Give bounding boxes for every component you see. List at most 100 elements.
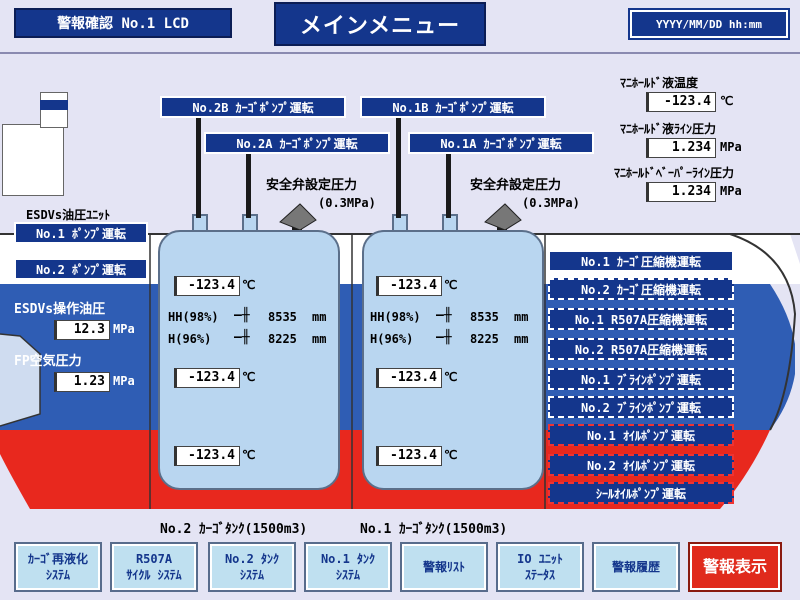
tank1-temp-top: -123.4 (376, 276, 442, 296)
equip-oil-pump-2[interactable]: No.2 ｵｲﾙﾎﾟﾝﾌﾟ運転 (548, 454, 734, 476)
equip-r507a-comp-2[interactable]: No.2 R507A圧縮機運転 (548, 338, 734, 360)
equip-seal-oil-pump[interactable]: ｼｰﾙｵｲﾙﾎﾟﾝﾌﾟ運転 (548, 482, 734, 504)
tank1-temp-top-unit: ℃ (444, 278, 458, 292)
tank2-pipe-2b (196, 114, 201, 218)
equip-cargo-comp-2[interactable]: No.2 ｶｰｺﾞ圧縮機運転 (548, 278, 734, 300)
tank2-temp-mid: -123.4 (174, 368, 240, 388)
tank1-h-value: 8225 (470, 332, 499, 346)
safety-valve-icon-2 (279, 203, 317, 238)
tank1-pipe-1a (446, 148, 451, 218)
nav-button-line1: No.2 ﾀﾝｸ (224, 552, 280, 566)
nav-tank2-system-button[interactable]: No.2 ﾀﾝｸ ｼｽﾃﾑ (208, 542, 296, 592)
esdvs-pump1-status[interactable]: No.1 ﾎﾟﾝﾌﾟ運転 (14, 222, 148, 244)
manifold-liquid-line-label: ﾏﾆﾎｰﾙﾄﾞ液ﾗｲﾝ圧力 (620, 122, 717, 136)
esdvs-pump2-status[interactable]: No.2 ﾎﾟﾝﾌﾟ運転 (14, 258, 148, 280)
manifold-liquid-line-value: 1.234 (646, 138, 716, 158)
tank2-temp-top: -123.4 (174, 276, 240, 296)
tank2-h-value: 8225 (268, 332, 297, 346)
tank2-hh-value: 8535 (268, 310, 297, 324)
nav-alarm-list-button[interactable]: 警報ﾘｽﾄ (400, 542, 488, 592)
tank1-hh-label: HH(98%) (370, 310, 421, 324)
tank2-hh-label: HH(98%) (168, 310, 219, 324)
nav-button-line2: ｽﾃｰﾀｽ (524, 568, 555, 582)
tank2-caption: No.2 ｶｰｺﾞﾀﾝｸ(1500m3) (160, 522, 308, 537)
tank1-h-unit: mm (514, 332, 529, 346)
tank1-temp-bot: -123.4 (376, 446, 442, 466)
tank2-h-unit: mm (312, 332, 327, 346)
nav-button-line1: No.1 ﾀﾝｸ (320, 552, 376, 566)
tank1-pipe-1b (396, 114, 401, 218)
tank1-temp-bot-unit: ℃ (444, 448, 458, 462)
equip-cargo-comp-1[interactable]: No.1 ｶｰｺﾞ圧縮機運転 (548, 250, 734, 272)
nav-button-line2: ｼｽﾃﾑ (45, 568, 70, 582)
nav-r507a-cycle-button[interactable]: R507A ｻｲｸﾙ ｼｽﾃﾑ (110, 542, 198, 592)
tank2-temp-top-unit: ℃ (242, 278, 256, 292)
fp-air-value: 1.23 (54, 372, 110, 392)
header-bar: 警報確認 No.1 LCD メインメニュー YYYY/MM/DD hh:mm (0, 0, 800, 52)
tank1-temp-mid: -123.4 (376, 368, 442, 388)
tank1-hh-marker: –╫ (436, 308, 452, 323)
safety-valve-value-1: (0.3MPa) (522, 196, 580, 210)
manifold-temp-label: ﾏﾆﾎｰﾙﾄﾞ液温度 (620, 76, 699, 90)
tank2-hh-marker: –╫ (234, 308, 250, 323)
nav-alarm-display-button[interactable]: 警報表示 (688, 542, 782, 592)
funnel-stripe (40, 100, 68, 110)
safety-valve-label-2: 安全弁設定圧力 (266, 178, 358, 193)
nav-reliquefaction-button[interactable]: ｶｰｺﾞ再液化 ｼｽﾃﾑ (14, 542, 102, 592)
tank1-h-label: H(96%) (370, 332, 414, 346)
safety-valve-label-1: 安全弁設定圧力 (470, 178, 562, 193)
page-title: メインメニュー (274, 2, 486, 46)
nav-button-line1: ｶｰｺﾞ再液化 (27, 552, 88, 566)
esdvs-oil-label: ESDVs操作油圧 (14, 302, 106, 317)
esdvs-oil-value: 12.3 (54, 320, 110, 340)
nav-button-line2: ｻｲｸﾙ ｼｽﾃﾑ (126, 568, 182, 582)
nav-button-line2: ｼｽﾃﾑ (239, 568, 264, 582)
nav-alarm-history-button[interactable]: 警報履歴 (592, 542, 680, 592)
alarm-ack-label[interactable]: 警報確認 No.1 LCD (14, 8, 232, 38)
manifold-vapor-line-label: ﾏﾆﾎｰﾙﾄﾞﾍﾞｰﾊﾟｰﾗｲﾝ圧力 (614, 166, 735, 180)
equip-brine-pump-1[interactable]: No.1 ﾌﾞﾗｲﾝﾎﾟﾝﾌﾟ運転 (548, 368, 734, 390)
nav-button-line1: 警報ﾘｽﾄ (422, 560, 465, 574)
bow-outline (729, 233, 797, 431)
pump-2a-status[interactable]: No.2A ｶｰｺﾞﾎﾟﾝﾌﾟ運転 (204, 132, 390, 154)
tank2-temp-mid-unit: ℃ (242, 370, 256, 384)
pump-1b-status[interactable]: No.1B ｶｰｺﾞﾎﾟﾝﾌﾟ運転 (360, 96, 546, 118)
nav-tank1-system-button[interactable]: No.1 ﾀﾝｸ ｼｽﾃﾑ (304, 542, 392, 592)
manifold-vapor-line-unit: MPa (720, 184, 742, 198)
tank1-h-marker: –╫ (436, 330, 452, 345)
safety-valve-icon-1 (484, 203, 522, 238)
tank2-temp-bot-unit: ℃ (242, 448, 256, 462)
esdvs-oil-unit: MPa (113, 322, 135, 336)
nav-button-line1: R507A (135, 552, 173, 566)
tank1-hh-value: 8535 (470, 310, 499, 324)
manifold-vapor-line-value: 1.234 (646, 182, 716, 202)
stern-contour (0, 333, 41, 427)
fp-air-label: FP空気圧力 (14, 354, 82, 369)
nav-io-unit-status-button[interactable]: IO ﾕﾆｯﾄ ｽﾃｰﾀｽ (496, 542, 584, 592)
tank2-pipe-2a (246, 148, 251, 218)
datetime-display: YYYY/MM/DD hh:mm (628, 8, 790, 40)
pump-1a-status[interactable]: No.1A ｶｰｺﾞﾎﾟﾝﾌﾟ運転 (408, 132, 594, 154)
equip-oil-pump-1[interactable]: No.1 ｵｲﾙﾎﾟﾝﾌﾟ運転 (548, 424, 734, 446)
tank2-h-label: H(96%) (168, 332, 212, 346)
tank1-caption: No.1 ｶｰｺﾞﾀﾝｸ(1500m3) (360, 522, 508, 537)
tank1-hh-unit: mm (514, 310, 529, 324)
nav-button-line1: 警報表示 (702, 557, 767, 576)
equip-brine-pump-2[interactable]: No.2 ﾌﾞﾗｲﾝﾎﾟﾝﾌﾟ運転 (548, 396, 734, 418)
nav-button-line1: 警報履歴 (611, 560, 660, 574)
equip-r507a-comp-1[interactable]: No.1 R507A圧縮機運転 (548, 308, 734, 330)
funnel-top (40, 92, 68, 128)
header-divider (0, 52, 800, 54)
nav-button-line2: ｼｽﾃﾑ (335, 568, 360, 582)
fp-air-unit: MPa (113, 374, 135, 388)
esdvs-unit-label: ESDVs油圧ﾕﾆｯﾄ (26, 208, 111, 222)
pump-2b-status[interactable]: No.2B ｶｰｺﾞﾎﾟﾝﾌﾟ運転 (160, 96, 346, 118)
tank2-hh-unit: mm (312, 310, 327, 324)
ship-diagram: No.2B ｶｰｺﾞﾎﾟﾝﾌﾟ運転 No.2A ｶｰｺﾞﾎﾟﾝﾌﾟ運転 No.1… (0, 54, 800, 524)
tank2-temp-bot: -123.4 (174, 446, 240, 466)
manifold-liquid-line-unit: MPa (720, 140, 742, 154)
tank1-temp-mid-unit: ℃ (444, 370, 458, 384)
manifold-temp-value: -123.4 (646, 92, 716, 112)
funnel (2, 124, 64, 196)
nav-button-line1: IO ﾕﾆｯﾄ (517, 552, 563, 566)
